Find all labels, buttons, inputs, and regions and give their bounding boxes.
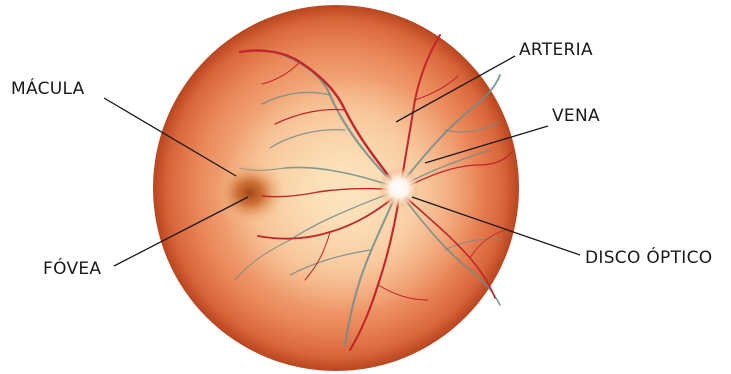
optic-disc: [379, 168, 419, 208]
label-fovea: FÓVEA: [43, 261, 101, 278]
label-arteria: ARTERIA: [519, 42, 593, 59]
label-vena: VENA: [552, 108, 600, 125]
macula-spot: [214, 161, 286, 225]
label-disco-optico: DISCO ÓPTICO: [585, 250, 712, 267]
label-macula: MÁCULA: [11, 81, 85, 98]
